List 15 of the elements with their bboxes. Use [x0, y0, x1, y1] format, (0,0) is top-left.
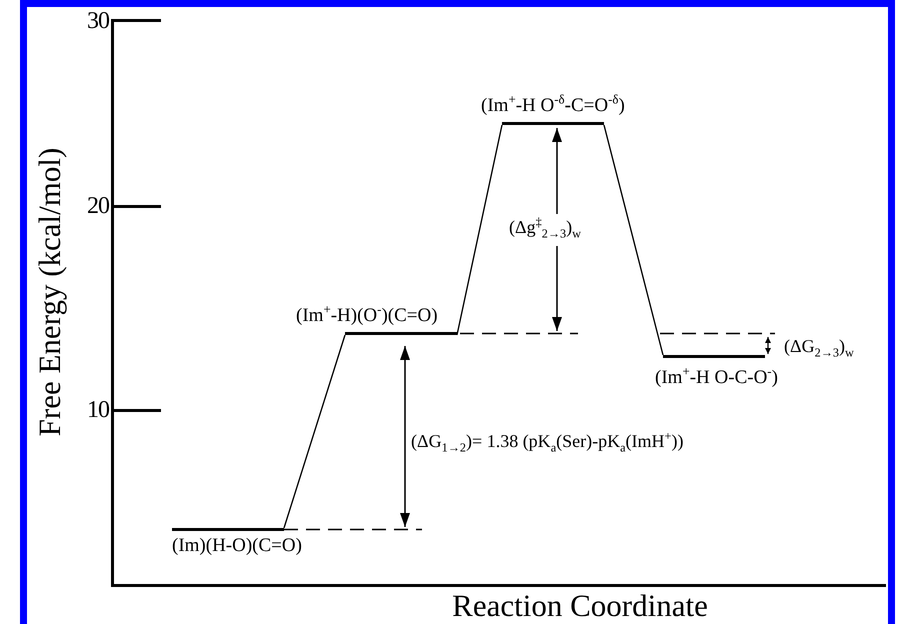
tick-label: 20 [87, 193, 109, 220]
tick-label: 30 [87, 8, 109, 34]
axis-title: Reaction Coordinate [452, 589, 708, 624]
energy-gap-label: (ΔG$_{1→2}$)= 1.38 (pK$_{a}$(Ser)-pK$_{a}$(ImH$^{+}$)) [411, 432, 684, 452]
energy-gap-label: (ΔG$_{2→3}$)$_{w}$ [784, 337, 854, 357]
connector-line [603, 124, 664, 356]
connector-line [456, 124, 503, 336]
species-label: (Im$^{+}$-H O$^{-δ}$-C=O$^{-δ}$) [481, 96, 625, 116]
tick-label: 10 [87, 397, 109, 424]
species-label: (Im)(H-O)(C=O) [172, 536, 302, 556]
species-label: (Im$^{+}$-H O-C-O$^{-}$) [655, 368, 778, 388]
species-label: (Im$^{+}$-H)(O$^{-}$)(C=O) [296, 306, 438, 326]
energy-gap-label: (Δg$^{‡}$$_{2→3}$)$_{w}$ [509, 218, 582, 238]
axis-title: Free Energy (kcal/mol) [32, 148, 68, 436]
connector-line [283, 334, 346, 528]
